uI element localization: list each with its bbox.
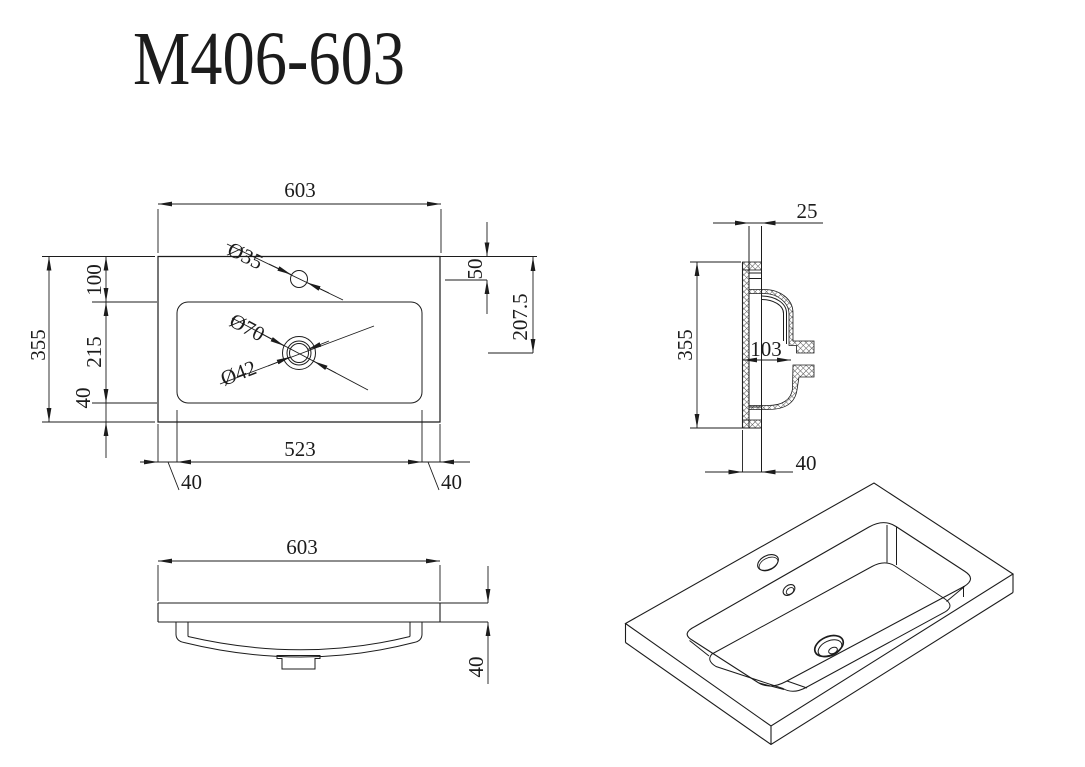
plan-dim-opening-depth: 215: [82, 336, 106, 368]
plan-dim-opening-length: 523: [284, 437, 316, 461]
plan-dim-inner-left-group: [92, 256, 157, 458]
side-bowl-wall-lower: [748, 364, 815, 410]
plan-dim-opening-to-front: 40: [71, 388, 95, 409]
plan-drain-recess: [282, 336, 316, 370]
side-rim-cut-top: [742, 261, 762, 271]
plan-diameter-leaders: [219, 243, 375, 391]
iso-faucet-hole: [757, 554, 779, 571]
iso-overflow-hole: [782, 584, 796, 596]
drawing-title: M406-603: [133, 17, 405, 101]
iso-basin-opening: [686, 522, 972, 687]
title-block: M406-603: [133, 17, 405, 101]
plan-dim-width: 603: [284, 178, 316, 202]
plan-dim-faucet-from-back: 50: [463, 259, 487, 280]
iso-basin-floor: [709, 562, 951, 692]
front-bowl-outline: [175, 622, 185, 643]
isometric-view: [624, 482, 1015, 746]
plan-view: 603 355 100 215 40: [26, 178, 537, 494]
plan-dim-bottom-group: [140, 410, 470, 491]
plan-faucet-hole: [290, 270, 308, 288]
side-dim-bowl-depth: 103: [750, 337, 782, 361]
plan-dim-right-margin: 40: [441, 470, 462, 494]
iso-drain-flange: [813, 634, 845, 658]
plan-dim-drain-from-back: 207.5: [508, 293, 532, 340]
side-bowl-wall-upper: [748, 289, 815, 354]
plan-dia-drain-hole: Ø42: [217, 355, 259, 390]
plan-drain-hole: [289, 343, 309, 363]
side-overflow-lip-lines: [761, 295, 787, 344]
front-dim-width-group: [157, 558, 441, 601]
plan-dia-drain-recess: Ø70: [226, 308, 269, 346]
plan-dim-depth: 355: [26, 329, 50, 361]
iso-drain-hole: [828, 646, 838, 655]
side-dim-edge-height: 40: [796, 451, 817, 475]
front-dim-width: 603: [286, 535, 318, 559]
front-dim-edge-height: 40: [464, 657, 488, 678]
plan-dim-right-group: [440, 222, 537, 354]
side-section-view: 25 355 103 40: [673, 199, 823, 475]
plan-basin-opening: [176, 301, 423, 404]
plan-dim-left-margin: 40: [181, 470, 202, 494]
plan-dia-faucet-hole: Ø35: [224, 237, 267, 274]
iso-bottom-edges: [625, 592, 1014, 746]
plan-drain-ring: [286, 340, 312, 366]
side-rim-cut-bottom: [742, 419, 762, 429]
front-drain-fitting: [276, 655, 321, 670]
side-deck-cut: [742, 269, 750, 421]
front-view: 603 40: [157, 535, 491, 684]
plan-dim-back-to-opening: 100: [82, 264, 106, 296]
plan-outline: [157, 255, 441, 423]
iso-top-face: [624, 482, 1015, 727]
plan-dim-depth-group: [42, 256, 155, 423]
side-dim-depth: 355: [673, 329, 697, 361]
side-dim-depth-group: [690, 261, 760, 429]
plan-dim-width-group: [157, 201, 442, 253]
side-dim-rim-thickness: 25: [797, 199, 818, 223]
